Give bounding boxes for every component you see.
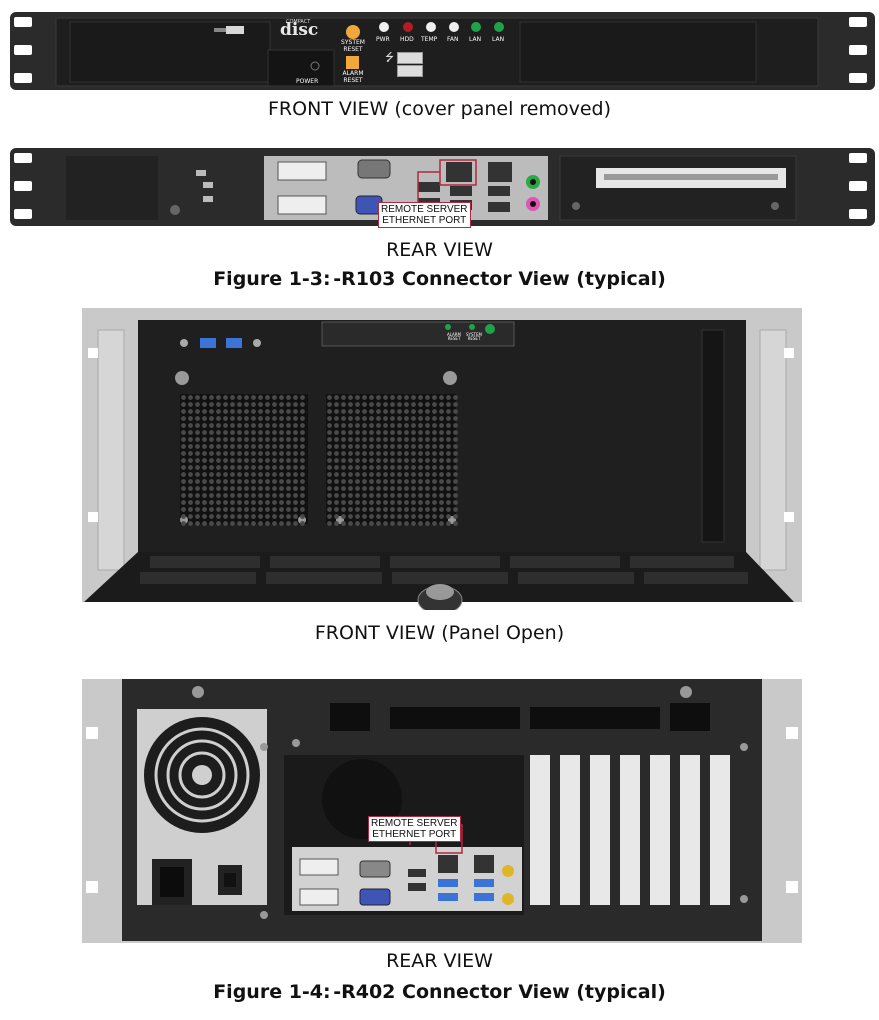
r103-remote-ethernet-callout: REMOTE SERVER ETHERNET PORT — [378, 202, 471, 228]
alarm-reset-label: ALARM RESET — [342, 70, 364, 84]
r103-front-chassis — [10, 12, 875, 90]
led-lan-1 — [471, 22, 481, 32]
led-label-hdd: HDD — [400, 36, 414, 43]
power-label: POWER — [296, 78, 319, 85]
figure-1-4-caption: Figure 1-4:-R402 Connector View (typical… — [0, 981, 879, 1003]
r103-rear-chassis — [10, 148, 875, 226]
alarm-reset-button[interactable] — [346, 56, 359, 69]
r402-alarm-reset-label: ALARM RESET — [446, 332, 462, 341]
figure-1-3-title: -R103 Connector View (typical) — [333, 268, 666, 290]
r103-front-caption: FRONT VIEW (cover panel removed) — [267, 98, 612, 120]
r402-rear-caption: REAR VIEW — [386, 950, 493, 972]
figure-1-4-title: -R402 Connector View (typical) — [333, 981, 666, 1003]
r402-front-vent-dots — [181, 395, 458, 526]
usb-port-2 — [397, 65, 423, 77]
figure-1-3-caption: Figure 1-3:-R103 Connector View (typical… — [0, 268, 879, 290]
r402-front-caption: FRONT VIEW (Panel Open) — [314, 622, 565, 644]
led-label-lan-2: LAN — [492, 36, 505, 43]
system-reset-button[interactable] — [346, 25, 360, 39]
led-fan — [449, 22, 459, 32]
led-lan-2 — [494, 22, 504, 32]
r103-rear-caption: REAR VIEW — [386, 239, 493, 261]
usb-port-1 — [397, 52, 423, 64]
led-label-temp: TEMP — [421, 36, 438, 43]
led-label-lan-1: LAN — [469, 36, 482, 43]
led-hdd — [403, 22, 413, 32]
usb-icon: ⭍ — [385, 51, 395, 64]
brand-logo: disc — [280, 20, 319, 40]
figure-1-4-number: Figure 1-4: — [213, 981, 331, 1003]
led-label-pwr: PWR — [376, 36, 390, 43]
brand-sub: COMPACT — [286, 19, 311, 25]
led-temp — [426, 22, 436, 32]
r402-remote-ethernet-callout: REMOTE SERVER ETHERNET PORT — [368, 816, 461, 842]
r402-rear-chassis — [82, 679, 802, 943]
led-pwr — [379, 22, 389, 32]
led-label-fan: FAN — [447, 36, 459, 43]
system-reset-label: SYSTEM RESET — [341, 39, 365, 53]
figure-1-3-number: Figure 1-3: — [213, 268, 331, 290]
r402-system-reset-label: SYSTEM RESET — [466, 332, 482, 341]
